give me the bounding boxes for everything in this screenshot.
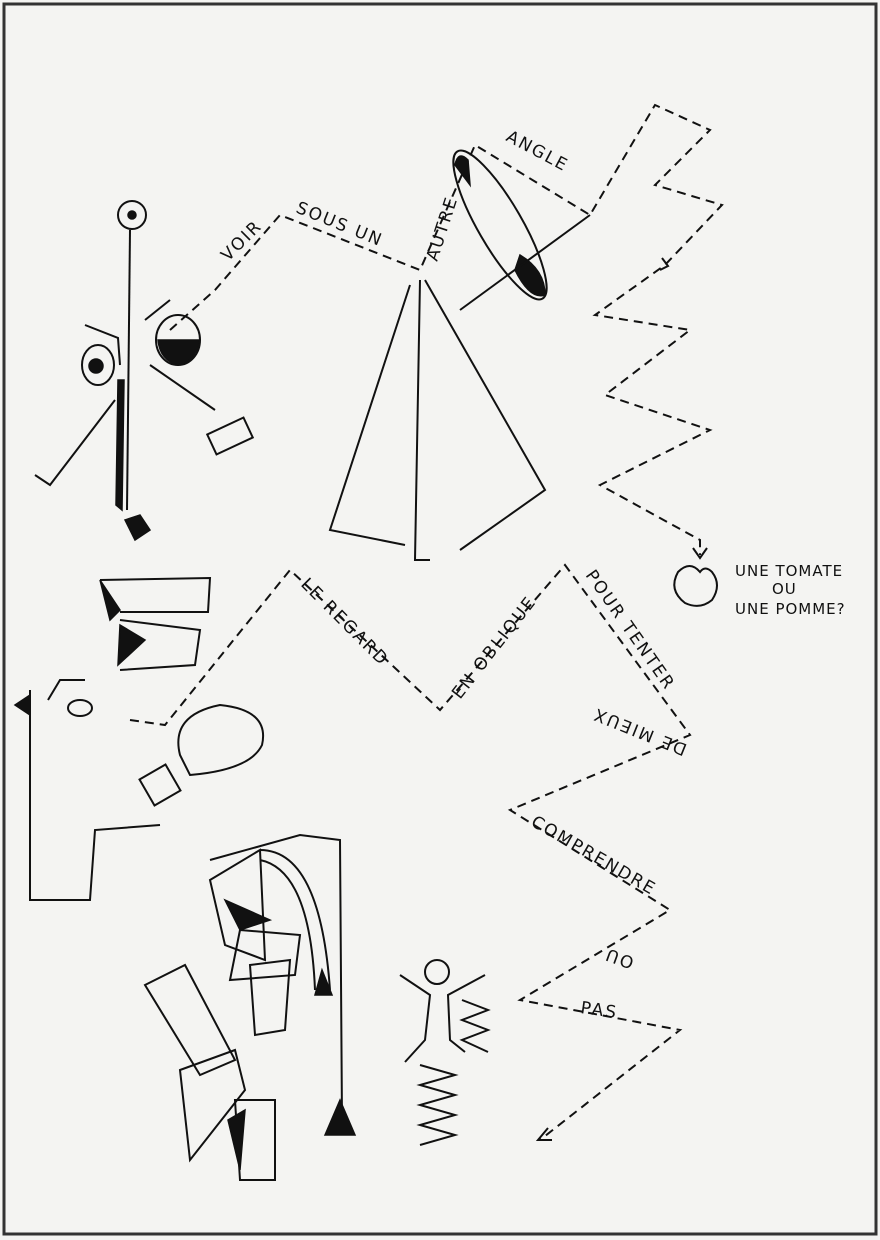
arrow-small-icon (659, 257, 670, 271)
lower-dashed-path (129, 563, 692, 1141)
lens-drawing (452, 149, 591, 311)
label-ou: OU (602, 943, 637, 972)
question-line1: UNE TOMATE (735, 562, 843, 580)
label-pour-tenter: POUR TENTER (581, 566, 679, 694)
tomato-apple-icon (673, 565, 718, 607)
label-pas: PAS (579, 998, 619, 1023)
question-line2: OU (772, 580, 797, 598)
label-angle: ANGLE (503, 127, 572, 176)
label-de-mieux: DE MIEUX (590, 703, 690, 759)
arrow-end-icon (535, 1127, 552, 1141)
upper-dashed-path (169, 103, 724, 555)
cubist-figure (13, 576, 357, 1181)
label-le-regard: LE REGARD (296, 574, 392, 670)
pyramid-drawing (328, 279, 547, 561)
label-en-oblique: EN OBLIQUE (448, 592, 541, 703)
jumping-figure (399, 959, 491, 1146)
label-autre: AUTRE (423, 194, 463, 264)
arrow-head-icon (692, 547, 708, 560)
label-voir: VOIR (217, 216, 266, 265)
abstract-figure-top (34, 200, 255, 542)
question-line3: UNE POMME? (735, 600, 846, 618)
label-comprendre: COMPRENDRE (528, 812, 660, 900)
